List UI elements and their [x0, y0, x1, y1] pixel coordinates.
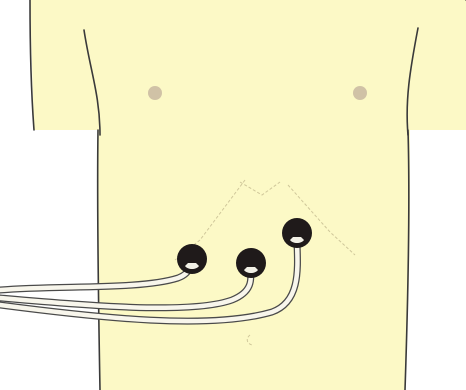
right-nipple-icon — [353, 86, 367, 100]
electrode-icon — [236, 248, 266, 278]
electrode-right — [282, 218, 312, 248]
electrode-icon — [282, 218, 312, 248]
left-nipple-icon — [148, 86, 162, 100]
electrode-middle — [236, 248, 266, 278]
electrode-icon — [177, 244, 207, 274]
electrode-left — [177, 244, 207, 274]
